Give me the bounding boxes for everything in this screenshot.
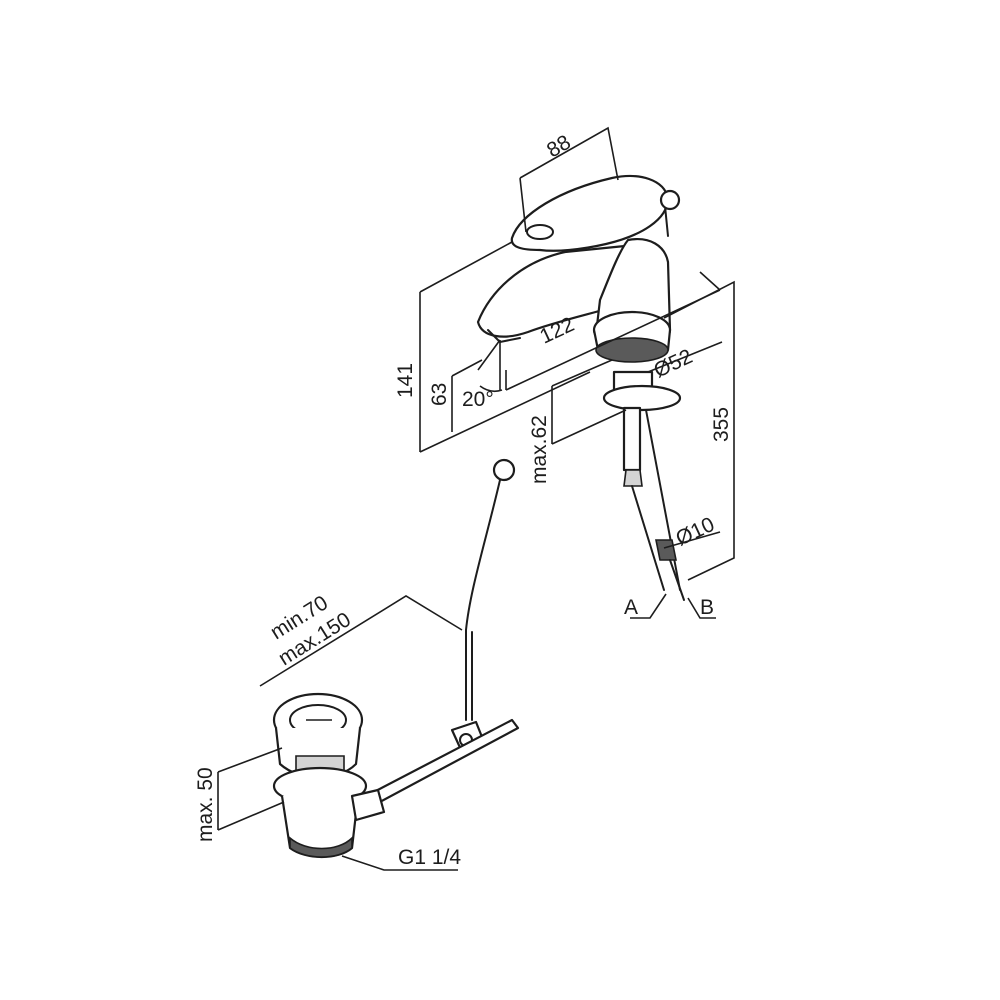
waste-thread-band	[289, 836, 353, 858]
faucet-dimensions: 88 141 63 20° 122 Ø52 max.62 355 Ø10 A B	[394, 126, 735, 619]
base-rosette-ring	[595, 337, 669, 363]
hose-b-leader	[687, 597, 716, 619]
hose-right-lower	[669, 559, 685, 601]
dim-141-label: 141	[394, 363, 417, 398]
hose-right	[645, 409, 681, 591]
dim-141-line	[419, 241, 591, 453]
hose-b-label: B	[700, 596, 714, 619]
dim-355-line	[663, 280, 735, 581]
faucet-lever	[510, 174, 670, 252]
waste-dimensions: min.70 max.150 max. 50 G1 1/4	[194, 591, 463, 871]
dim-63-label: 63	[428, 383, 451, 406]
rod-knob	[492, 458, 516, 482]
threaded-stud	[622, 406, 642, 472]
dim-angle-line	[477, 339, 503, 392]
popup-rod	[465, 479, 501, 721]
faucet-mixer	[476, 174, 685, 601]
hose-connector	[623, 469, 643, 487]
dim-angle-label: 20°	[462, 388, 494, 411]
dim-63-line	[451, 359, 483, 432]
popup-knob	[659, 189, 681, 211]
popup-knob-stem	[664, 205, 669, 237]
dim-88-line	[519, 126, 619, 233]
horizontal-rod	[368, 718, 520, 806]
dim-d10-line	[663, 531, 721, 549]
popup-rod-assembly	[368, 458, 520, 806]
dim-88-label: 88	[543, 131, 575, 163]
hose-end-fitting	[655, 539, 677, 561]
lever-cap	[526, 224, 554, 240]
dim-max50-line	[217, 747, 285, 831]
dim-thread-leader	[341, 855, 458, 871]
dim-thread-label: G1 1/4	[398, 846, 461, 869]
waste-assembly	[272, 692, 386, 858]
fixing-washer	[602, 384, 682, 412]
dim-d10-label: Ø10	[672, 513, 718, 551]
waste-side-port	[350, 788, 386, 822]
dim-d52-line	[647, 341, 723, 373]
dim-max50-label: max. 50	[194, 767, 217, 842]
dim-max62-label: max.62	[528, 415, 551, 484]
hose-left	[631, 485, 665, 591]
hose-a-leader	[630, 593, 667, 619]
dim-max62-line	[551, 359, 627, 445]
dim-355-label: 355	[710, 407, 733, 442]
dim-rod-line	[259, 595, 463, 687]
hose-a-label: A	[624, 596, 638, 619]
